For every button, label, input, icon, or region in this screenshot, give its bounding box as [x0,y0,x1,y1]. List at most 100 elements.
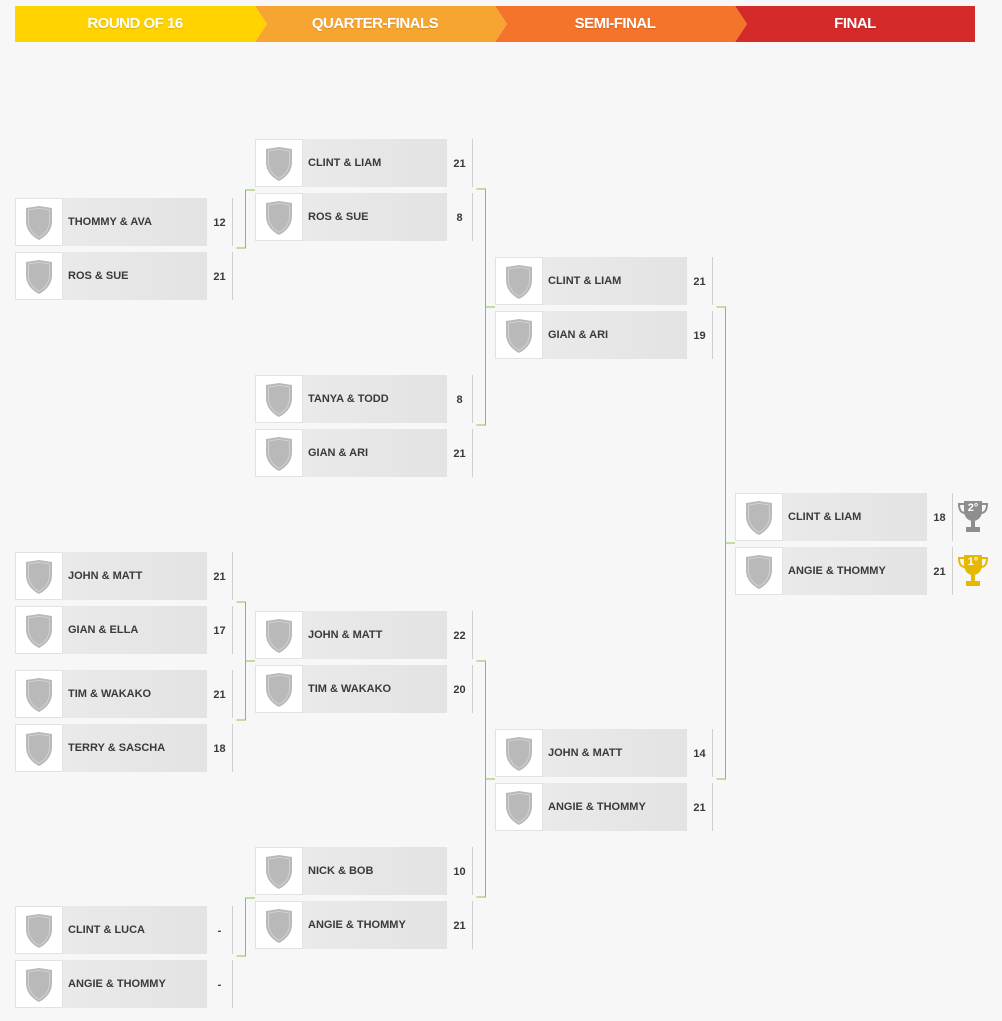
team-score: 21 [687,257,713,305]
team-score: 20 [447,665,473,713]
team-card[interactable]: TIM & WAKAKO [15,670,207,718]
round-tab-3: SEMI-FINAL [495,6,747,42]
team-card[interactable]: ANGIE & THOMMY [735,547,927,595]
team-card[interactable]: ANGIE & THOMMY [15,960,207,1008]
team-card[interactable]: TIM & WAKAKO [255,665,447,713]
team-score: 22 [447,611,473,659]
team-logo [735,547,783,595]
team-card[interactable]: ROS & SUE [255,193,447,241]
team-shield-icon [746,555,772,589]
connector-r16-2-3 [236,601,255,721]
team-name: JOHN & MATT [308,629,383,641]
connector-r16-1 [236,189,255,249]
gold-trophy-icon: 1° [955,551,991,596]
team-card[interactable]: JOHN & MATT [15,552,207,600]
team-logo [15,552,63,600]
team-name: JOHN & MATT [68,570,143,582]
team-score: 21 [207,670,233,718]
team-shield-icon [266,909,292,943]
team-shield-icon [266,437,292,471]
team-score: 18 [927,493,953,541]
team-card[interactable]: ROS & SUE [15,252,207,300]
team-card[interactable]: ANGIE & THOMMY [255,901,447,949]
team-card[interactable]: CLINT & LIAM [735,493,927,541]
team-shield-icon [266,147,292,181]
team-card[interactable]: THOMMY & AVA [15,198,207,246]
team-card[interactable]: GIAN & ARI [255,429,447,477]
team-name: TANYA & TODD [308,393,389,405]
team-logo [255,375,303,423]
team-logo [495,311,543,359]
team-logo [15,906,63,954]
team-logo [255,429,303,477]
team-card[interactable]: JOHN & MATT [255,611,447,659]
team-name: CLINT & LIAM [788,511,862,523]
team-score: 12 [207,198,233,246]
team-shield-icon [506,737,532,771]
team-card[interactable]: GIAN & ELLA [15,606,207,654]
team-score: 21 [207,552,233,600]
team-card[interactable]: CLINT & LUCA [15,906,207,954]
team-card[interactable]: TERRY & SASCHA [15,724,207,772]
team-score: 21 [447,429,473,477]
team-shield-icon [26,206,52,240]
team-logo [255,665,303,713]
team-shield-icon [506,265,532,299]
team-score: 8 [447,375,473,423]
team-name: TERRY & SASCHA [68,742,166,754]
team-name: THOMMY & AVA [68,216,152,228]
round-tab-label: FINAL [834,15,876,32]
team-name: GIAN & ELLA [68,624,139,636]
placement-label: 2° [967,502,979,514]
team-shield-icon [506,791,532,825]
team-shield-icon [266,383,292,417]
team-logo [495,729,543,777]
team-logo [15,252,63,300]
silver-trophy-icon: 2° [955,497,991,542]
team-card[interactable]: TANYA & TODD [255,375,447,423]
team-name: CLINT & LIAM [308,157,382,169]
team-logo [495,257,543,305]
team-logo [735,493,783,541]
team-score: 21 [927,547,953,595]
team-score: - [207,906,233,954]
team-shield-icon [26,968,52,1002]
team-card[interactable]: NICK & BOB [255,847,447,895]
team-shield-icon [26,614,52,648]
team-shield-icon [266,201,292,235]
connector-sf [716,306,735,780]
team-score: 14 [687,729,713,777]
team-card[interactable]: GIAN & ARI [495,311,687,359]
team-name: CLINT & LIAM [548,275,622,287]
team-score: 21 [207,252,233,300]
team-shield-icon [746,501,772,535]
team-score: 21 [447,139,473,187]
team-shield-icon [26,732,52,766]
connector-qf-bottom [476,660,495,898]
team-name: ANGIE & THOMMY [68,978,166,990]
team-name: JOHN & MATT [548,747,623,759]
team-score: 18 [207,724,233,772]
team-score: 19 [687,311,713,359]
team-name: ANGIE & THOMMY [788,565,886,577]
connector-r16-4 [236,897,255,957]
team-shield-icon [26,560,52,594]
team-name: GIAN & ARI [548,329,609,341]
team-name: ROS & SUE [68,270,129,282]
team-name: ANGIE & THOMMY [548,801,646,813]
round-tab-label: SEMI-FINAL [574,15,656,32]
connector-qf-top [476,188,495,426]
round-tab-1: ROUND OF 16 [15,6,267,42]
team-name: NICK & BOB [308,865,374,877]
team-shield-icon [506,319,532,353]
team-logo [15,606,63,654]
team-name: ROS & SUE [308,211,369,223]
team-shield-icon [266,619,292,653]
team-card[interactable]: CLINT & LIAM [495,257,687,305]
team-name: TIM & WAKAKO [68,688,152,700]
team-card[interactable]: JOHN & MATT [495,729,687,777]
team-score: 8 [447,193,473,241]
team-card[interactable]: CLINT & LIAM [255,139,447,187]
team-card[interactable]: ANGIE & THOMMY [495,783,687,831]
